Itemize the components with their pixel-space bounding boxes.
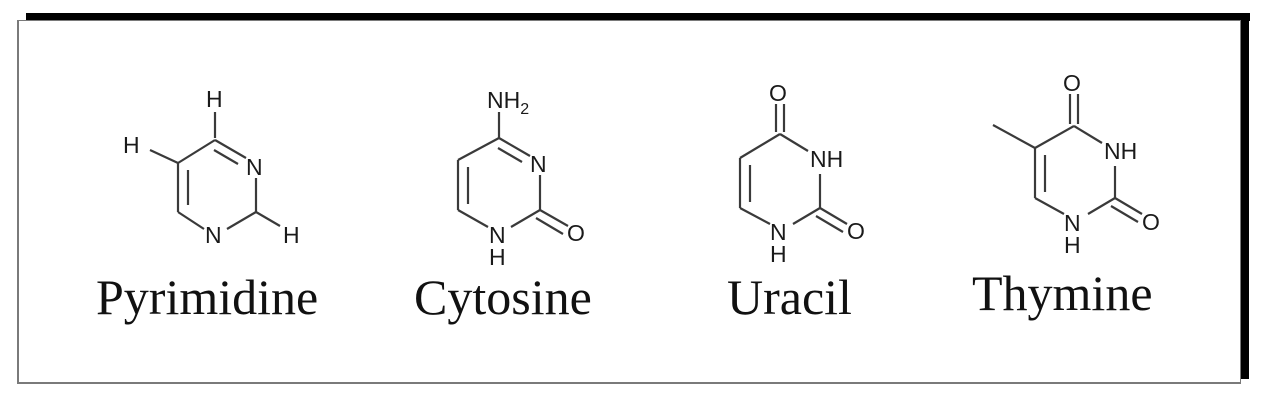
atom-h: H <box>489 244 506 270</box>
thymine-structure: O NH O N H <box>992 70 1160 258</box>
figure-frame <box>17 20 1241 384</box>
atom-n: N <box>489 222 506 248</box>
atom-h: H <box>770 241 787 267</box>
label-pyrimidine: Pyrimidine <box>96 269 319 325</box>
label-cytosine: Cytosine <box>414 269 592 325</box>
frame-shadow-right <box>1241 13 1249 379</box>
cytosine-structure: NH2 N O N H <box>456 87 585 270</box>
atom-o: O <box>847 218 865 244</box>
atom-n: N <box>246 154 263 180</box>
atom-o: O <box>1142 209 1160 235</box>
atom-n: N <box>770 219 787 245</box>
atom-o: O <box>769 80 787 106</box>
frame-shadow-top <box>26 13 1250 21</box>
atom-h: H <box>283 222 300 248</box>
atom-o: O <box>1063 70 1081 96</box>
atom-nh: NH <box>1104 138 1137 164</box>
atom-nh: NH <box>810 146 843 172</box>
uracil-structure: O NH O N H <box>738 80 865 267</box>
atom-nh2: NH2 <box>487 87 529 118</box>
atom-n: N <box>205 222 222 248</box>
atom-h: H <box>123 132 140 158</box>
label-thymine: Thymine <box>972 265 1153 321</box>
pyrimidine-structure: H H N N H <box>123 86 300 248</box>
atom-h: H <box>1064 232 1081 258</box>
atom-h: H <box>206 86 223 112</box>
atom-n: N <box>1064 210 1081 236</box>
atom-o: O <box>567 220 585 246</box>
atom-n: N <box>530 151 547 177</box>
label-uracil: Uracil <box>727 269 852 325</box>
